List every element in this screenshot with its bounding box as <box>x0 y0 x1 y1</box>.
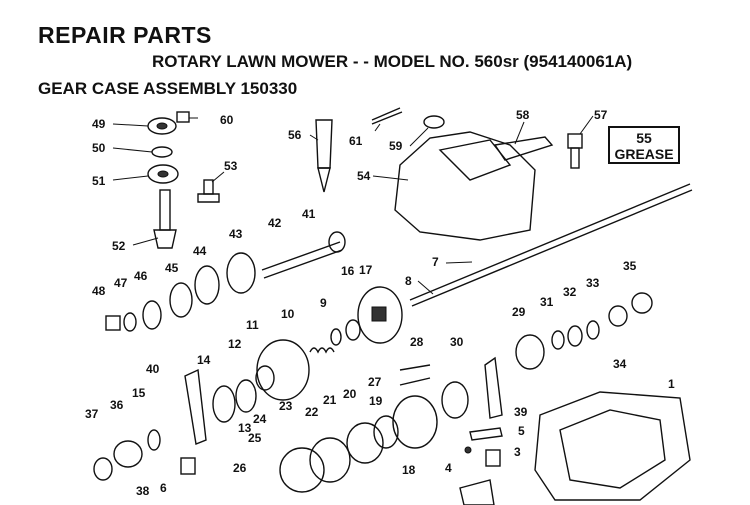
part-label: 44 <box>193 244 207 258</box>
part-label: 25 <box>248 431 262 445</box>
part-label: 37 <box>85 407 99 421</box>
part-label: 42 <box>268 216 282 230</box>
part-label: 21 <box>323 393 337 407</box>
part-label: 9 <box>320 296 327 310</box>
part-label: 14 <box>197 353 211 367</box>
part-label: 20 <box>343 387 357 401</box>
part-label: 26 <box>233 461 247 475</box>
part-label: 39 <box>514 405 528 419</box>
part-label: 28 <box>410 335 424 349</box>
part-label: 35 <box>623 259 637 273</box>
part-label: 56 <box>288 128 302 142</box>
part-label: 10 <box>281 307 295 321</box>
model-subtitle: ROTARY LAWN MOWER - - MODEL NO. 560sr (9… <box>152 52 633 71</box>
part-label: 51 <box>92 174 106 188</box>
part-label: 27 <box>368 375 382 389</box>
part-label: 18 <box>402 463 416 477</box>
assembly-heading: GEAR CASE ASSEMBLY 150330 <box>38 79 298 98</box>
part-label: 34 <box>613 357 627 371</box>
part-label: 59 <box>389 139 403 153</box>
part-label: 45 <box>165 261 179 275</box>
part-label: 30 <box>450 335 464 349</box>
grease-part-number: 55 <box>636 130 652 146</box>
part-label: 29 <box>512 305 526 319</box>
part-label: 19 <box>369 394 383 408</box>
part-label: 7 <box>432 255 439 269</box>
part-label: 48 <box>92 284 106 298</box>
part-label: 53 <box>224 159 238 173</box>
part-label: 38 <box>136 484 150 498</box>
part-drawings <box>93 107 693 505</box>
part-label: 22 <box>305 405 319 419</box>
page-title: REPAIR PARTS <box>38 22 212 48</box>
part-label: 50 <box>92 141 106 155</box>
grease-callout: 55 GREASE <box>608 126 680 164</box>
part-label: 16 <box>341 264 355 278</box>
part-label: 54 <box>357 169 371 183</box>
part-label: 17 <box>359 263 373 277</box>
part-label: 46 <box>134 269 148 283</box>
part-label: 13 <box>238 421 252 435</box>
part-label: 47 <box>114 276 128 290</box>
part-label: 5 <box>518 424 525 438</box>
part-label: 33 <box>586 276 600 290</box>
part-label: 6 <box>160 481 167 495</box>
part-label: 24 <box>253 412 267 426</box>
part-label: 49 <box>92 117 106 131</box>
leader-lines <box>112 115 594 295</box>
part-label: 11 <box>246 318 259 332</box>
part-label: 23 <box>279 399 293 413</box>
part-label: 43 <box>229 227 243 241</box>
part-label: 58 <box>516 108 530 122</box>
part-label: 36 <box>110 398 124 412</box>
part-label: 8 <box>405 274 412 288</box>
part-label: 15 <box>132 386 146 400</box>
part-label: 61 <box>349 134 363 148</box>
grease-label: GREASE <box>614 146 674 162</box>
part-label: 3 <box>514 445 521 459</box>
part-label: 12 <box>228 337 242 351</box>
part-label: 31 <box>540 295 554 309</box>
part-label: 60 <box>220 113 234 127</box>
part-label: 57 <box>594 108 608 122</box>
part-label: 52 <box>112 239 126 253</box>
part-labels: 1 3 4 5 6 7 8 9 10 11 12 13 14 15 16 17 … <box>85 108 675 498</box>
part-label: 41 <box>302 207 316 221</box>
part-label: 32 <box>563 285 577 299</box>
part-label: 40 <box>146 362 160 376</box>
part-label: 4 <box>445 461 452 475</box>
part-label: 1 <box>668 377 675 391</box>
